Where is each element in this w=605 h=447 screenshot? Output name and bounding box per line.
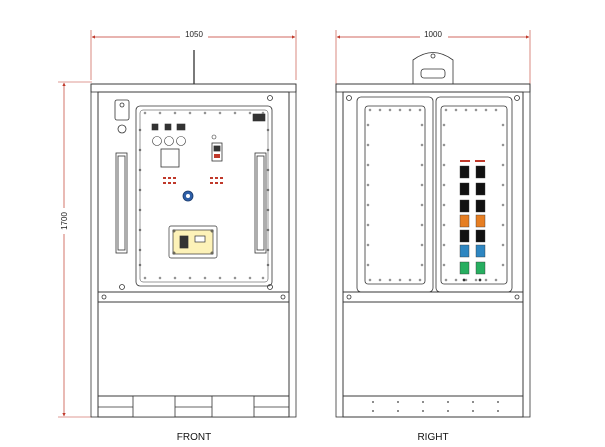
right-view-label: RIGHT xyxy=(417,432,448,443)
front-width-label: 1050 xyxy=(185,30,203,39)
right-view xyxy=(335,52,531,418)
socket-icon xyxy=(182,190,194,202)
dimension-height: 1700 xyxy=(58,81,92,418)
dimension-right-width: 1000 xyxy=(335,30,531,84)
connector-panel xyxy=(459,160,486,282)
indicator-lamps xyxy=(151,113,266,146)
status-lamp-rows xyxy=(163,177,223,184)
breaker-box xyxy=(168,225,218,259)
dimension-front-width: 1050 xyxy=(90,30,297,80)
height-label: 1700 xyxy=(60,212,69,230)
meter-icon xyxy=(211,142,223,162)
front-view xyxy=(90,50,297,418)
panel-bolts xyxy=(138,111,270,280)
display-window xyxy=(160,148,180,168)
front-view-label: FRONT xyxy=(177,432,211,443)
right-width-label: 1000 xyxy=(424,30,442,39)
